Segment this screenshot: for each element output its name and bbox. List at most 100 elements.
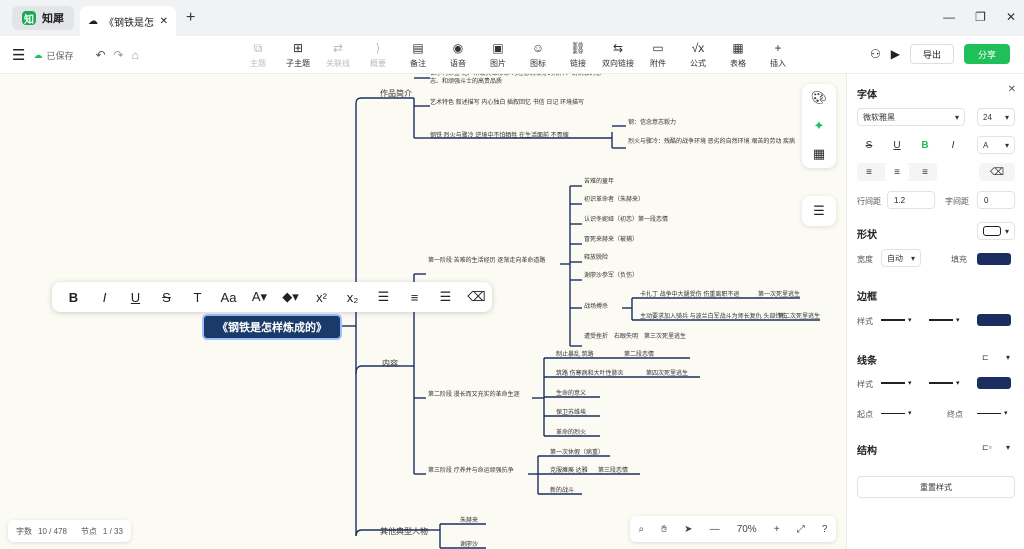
fit-screen-icon[interactable]: ⤢ (796, 523, 805, 535)
intro-node-steel[interactable]: 钢铁 烈火与骤冷 逆境中不怕牺牲 在生活面前 不畏缩 (430, 133, 569, 139)
structure-select[interactable]: ⊏▫ ▾ (977, 438, 1015, 456)
stage3-node[interactable]: 克服瘫痪 达雅 (550, 468, 588, 474)
minimize-icon[interactable]: — (943, 10, 956, 24)
intro-node-fire[interactable]: 烈火与骤冷：残酷的战争环境 恶劣的自然环境 艰苦的劳动 疾病 (628, 139, 796, 145)
align-left-icon[interactable]: ☰ (377, 289, 390, 304)
present-icon[interactable]: ▶ (890, 47, 900, 61)
intro-node-art[interactable]: 艺术特色 叙述描写 内心独白 插叙回忆 书信 日记 环境描写 (430, 100, 585, 106)
font-family-select[interactable]: 微软雅黑 ▾ (857, 108, 965, 126)
stage2-node[interactable]: 制止暴乱 筑路 (556, 352, 594, 358)
line-height-input[interactable]: 1.2 (887, 191, 935, 209)
stage1-node[interactable]: 遭受挫折 右眼失明 第三次死里逃生 (584, 334, 687, 340)
strikethrough-icon[interactable]: S (162, 289, 171, 305)
layout-icon[interactable]: ▦ (812, 146, 826, 161)
subscript-icon[interactable]: x₂ (346, 289, 359, 305)
tool-image-button[interactable]: ▣图片 (478, 40, 518, 69)
zoom-in-button[interactable]: + (773, 523, 780, 535)
mindmap-canvas[interactable]: 作品简介 内容 其他典型人物 保尔柯察金 无产阶级英雄形象 为理想而献身的精神、… (0, 74, 846, 549)
tool-note-button[interactable]: ▤备注 (398, 40, 438, 69)
tool-bilink-button[interactable]: ⇆双向链接 (598, 40, 638, 69)
stage3-node[interactable]: 第三段恋情 (598, 468, 629, 474)
share-button[interactable]: 分享 (963, 44, 1010, 64)
style-icon[interactable]: ✦ (813, 118, 825, 133)
collaborate-icon[interactable]: ⚇ (869, 47, 881, 61)
underline-icon[interactable]: U (130, 289, 141, 305)
tool-attachment-button[interactable]: ▭附件 (638, 40, 678, 69)
eraser-icon[interactable]: ⌫ (467, 289, 486, 304)
line-end-select[interactable]: ▾ (977, 404, 1008, 422)
clear-text-icon[interactable]: T (193, 289, 202, 305)
line-style-select[interactable]: ▾ (881, 374, 912, 392)
border-width-select[interactable]: ▾ (929, 311, 960, 329)
stage1-node[interactable]: 冒死来赫来（被捕） (584, 237, 639, 243)
stage-2[interactable]: 第二阶段 漫长而又充实的革命生涯 (428, 392, 520, 398)
app-tab[interactable]: 知 知犀 (12, 6, 74, 30)
export-button[interactable]: 导出 (909, 44, 954, 64)
root-topic[interactable]: 《钢铁是怎样炼成的》 (204, 316, 340, 338)
intro-node-will[interactable]: 钢：信念意志毅力 (628, 120, 677, 126)
branch-other-characters[interactable]: 其他典型人物 (380, 527, 428, 536)
restore-icon[interactable]: ❐ (975, 10, 986, 24)
stage1-node[interactable]: 苦难的童年 (584, 179, 615, 185)
stage1-node[interactable]: 卡扎丁 战争中大腿受伤 伤重离职不退 (640, 292, 740, 298)
search-icon[interactable]: ⌕ (638, 523, 645, 535)
tool-subtopic-button[interactable]: ⊞子主题 (278, 40, 318, 69)
width-select[interactable]: 自动 ▾ (881, 249, 921, 267)
align-center-button[interactable]: ≡ (885, 163, 909, 181)
zoom-out-button[interactable]: — (709, 523, 720, 535)
stage2-node[interactable]: 第四次死里逃生 (646, 371, 689, 377)
tool-emoji-button[interactable]: ☺图标 (518, 40, 558, 69)
pointer-icon[interactable]: ➤ (684, 523, 693, 535)
help-icon[interactable]: ? (821, 523, 828, 535)
stage3-node[interactable]: 新的战斗 (550, 488, 575, 494)
stage2-node[interactable]: 保卫苏维埃 (556, 410, 587, 416)
close-tab-icon[interactable]: ✕ (159, 15, 168, 27)
tool-topic-button[interactable]: ⧉主题 (238, 40, 278, 69)
superscript-icon[interactable]: x² (316, 289, 327, 305)
tool-table-button[interactable]: ▦表格 (718, 40, 758, 69)
italic-icon[interactable]: I (102, 289, 107, 305)
font-color-select[interactable]: A ▾ (977, 136, 1015, 154)
align-left-button[interactable]: ≡ (866, 166, 872, 178)
stage3-node[interactable]: 第一次休假（病重） (550, 450, 605, 456)
line-start-select[interactable]: ▾ (881, 404, 912, 422)
stage2-node[interactable]: 革命的烈火 (556, 430, 587, 436)
tool-relation-button[interactable]: ⇄关联线 (318, 40, 358, 69)
branch-works-intro[interactable]: 作品简介 (380, 89, 412, 98)
fill-color-swatch[interactable] (977, 253, 1011, 265)
line-width-select[interactable]: ▾ (929, 374, 960, 392)
menu-icon[interactable]: ☰ (12, 47, 26, 64)
new-tab-button[interactable]: + (186, 9, 196, 26)
other-character[interactable]: 朱赫来 (460, 518, 479, 524)
tool-link-button[interactable]: ⛓链接 (558, 40, 598, 69)
underline-button[interactable]: U (893, 139, 901, 151)
reset-style-button[interactable]: 重置样式 (857, 476, 1015, 498)
stage1-node[interactable]: 主动要求加入骑兵 与波兰白军战斗为师长复仇 头部炸伤 (640, 314, 788, 320)
stage2-node[interactable]: 第二段恋情 (624, 352, 655, 358)
line-color-swatch[interactable] (977, 377, 1011, 389)
close-panel-icon[interactable]: ✕ (1007, 84, 1016, 95)
close-window-icon[interactable]: ✕ (1005, 10, 1016, 24)
tool-summary-button[interactable]: ⟩概要 (358, 40, 398, 69)
stage1-node[interactable]: 战场搏杀 (584, 304, 609, 310)
hand-icon[interactable]: ✋︎ (661, 523, 667, 535)
clear-format-button[interactable]: ⌫ (979, 163, 1015, 181)
tool-insert-button[interactable]: +插入 (758, 40, 798, 69)
italic-button[interactable]: I (951, 139, 955, 151)
other-character[interactable]: 谢廖沙 (460, 542, 479, 548)
shape-select[interactable]: ▾ (977, 222, 1015, 240)
document-tab[interactable]: ☁ 《钢铁是怎... ✕ (80, 6, 176, 36)
stage1-node[interactable]: 第一次死里逃生 (758, 292, 801, 298)
undo-icon[interactable]: ↶ (95, 48, 106, 62)
border-color-swatch[interactable] (977, 314, 1011, 326)
line-type-select[interactable]: ⊏ ▾ (977, 348, 1015, 366)
redo-icon[interactable]: ↷ (113, 48, 124, 62)
bold-icon[interactable]: B (68, 289, 79, 305)
stage1-node[interactable]: 谢廖沙参军（负伤） (584, 273, 639, 279)
align-center-icon[interactable]: ≡ (410, 289, 419, 305)
font-size-icon[interactable]: Aa (220, 289, 237, 305)
fill-color-icon[interactable]: ◆▾ (282, 289, 299, 304)
theme-icon[interactable]: 🎨︎ (810, 90, 828, 105)
stage-3[interactable]: 第三阶段 疗养并与命运顽强抗争 (428, 468, 514, 474)
